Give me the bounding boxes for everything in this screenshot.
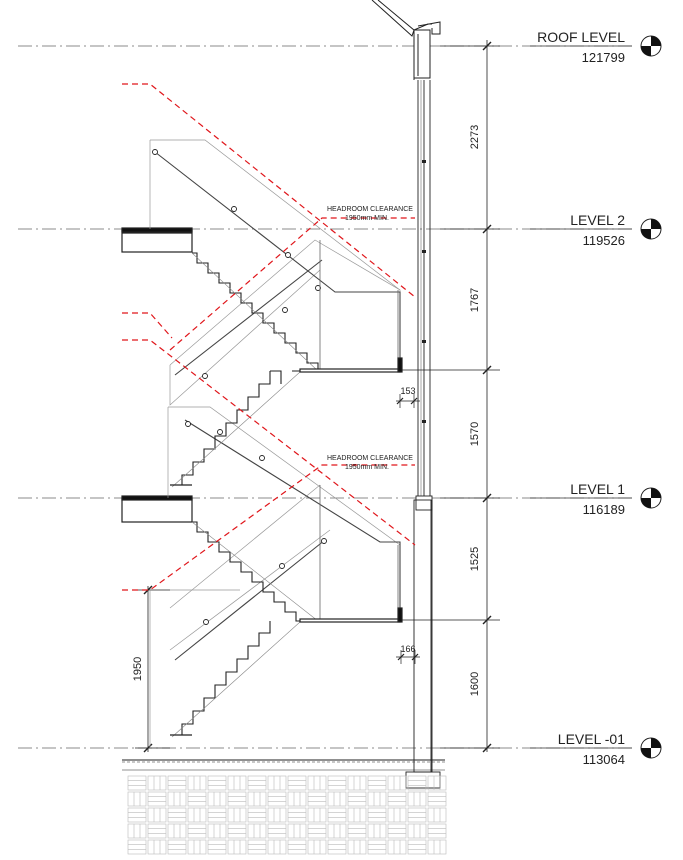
dim-headroom-left: 1950 — [132, 657, 144, 681]
dim-level1-to-landing: 1525 — [469, 547, 481, 571]
dim-gap-lower: 166 — [400, 644, 415, 654]
level-marker-2: LEVEL 2 119526 — [530, 212, 662, 248]
level-marker-minus-01: LEVEL -01 113064 — [530, 731, 662, 767]
dim-landing-to-level1: 1570 — [469, 422, 481, 446]
handrail-posts — [152, 149, 327, 625]
note-headroom-lower-line2: 1950mm MIN. — [345, 464, 389, 471]
level-marker-roof: ROOF LEVEL 121799 — [530, 29, 662, 65]
level-marker-1: LEVEL 1 116189 — [530, 481, 662, 517]
level-name-2: LEVEL 2 — [570, 212, 625, 228]
level-elevation-minus-01: 113064 — [583, 752, 625, 767]
dim-level2-to-landing: 1767 — [469, 288, 481, 312]
level-elevation-roof: 121799 — [582, 50, 625, 65]
handrails — [154, 151, 401, 661]
level-elevation-2: 119526 — [583, 233, 625, 248]
headroom-clearance-lines — [122, 83, 416, 591]
ground-hatch — [127, 775, 447, 855]
stair-flight-c — [191, 521, 319, 622]
dim-roof-to-level2: 2273 — [469, 125, 481, 149]
level-lines — [18, 45, 632, 749]
stair-flight-b — [171, 370, 318, 488]
level-target-icon — [640, 218, 662, 240]
ground-slab — [122, 759, 445, 771]
stair-flight-d — [171, 621, 301, 738]
railing-uprights — [319, 240, 399, 622]
note-headroom-upper-line1: HEADROOM CLEARANCE — [327, 206, 413, 213]
dim-landing-to-level-minus-01: 1600 — [469, 672, 481, 696]
dimension-string-right — [400, 40, 500, 753]
level-name-1: LEVEL 1 — [570, 481, 625, 497]
level-name-minus-01: LEVEL -01 — [558, 731, 625, 747]
level-name-roof: ROOF LEVEL — [537, 29, 625, 45]
level-target-icon — [640, 737, 662, 759]
floor-slab-level2 — [121, 227, 193, 253]
note-headroom-lower-line1: HEADROOM CLEARANCE — [327, 455, 413, 462]
gap-dim-upper — [396, 394, 420, 408]
stair-flight-a — [191, 252, 319, 372]
level-target-icon — [640, 487, 662, 509]
level-elevation-1: 116189 — [583, 502, 625, 517]
landing-level1 — [170, 484, 192, 736]
facade-wall — [405, 80, 441, 789]
gap-dim-lower — [396, 650, 420, 664]
roof-edge — [371, 0, 441, 80]
landing-upper — [299, 357, 403, 373]
note-headroom-upper-line2: 1950mm MIN. — [345, 215, 389, 222]
landing-lower — [299, 607, 403, 623]
floor-slab-level1 — [121, 495, 193, 523]
level-target-icon — [640, 35, 662, 57]
facade-clips — [422, 160, 426, 423]
dim-gap-upper: 153 — [400, 386, 415, 396]
